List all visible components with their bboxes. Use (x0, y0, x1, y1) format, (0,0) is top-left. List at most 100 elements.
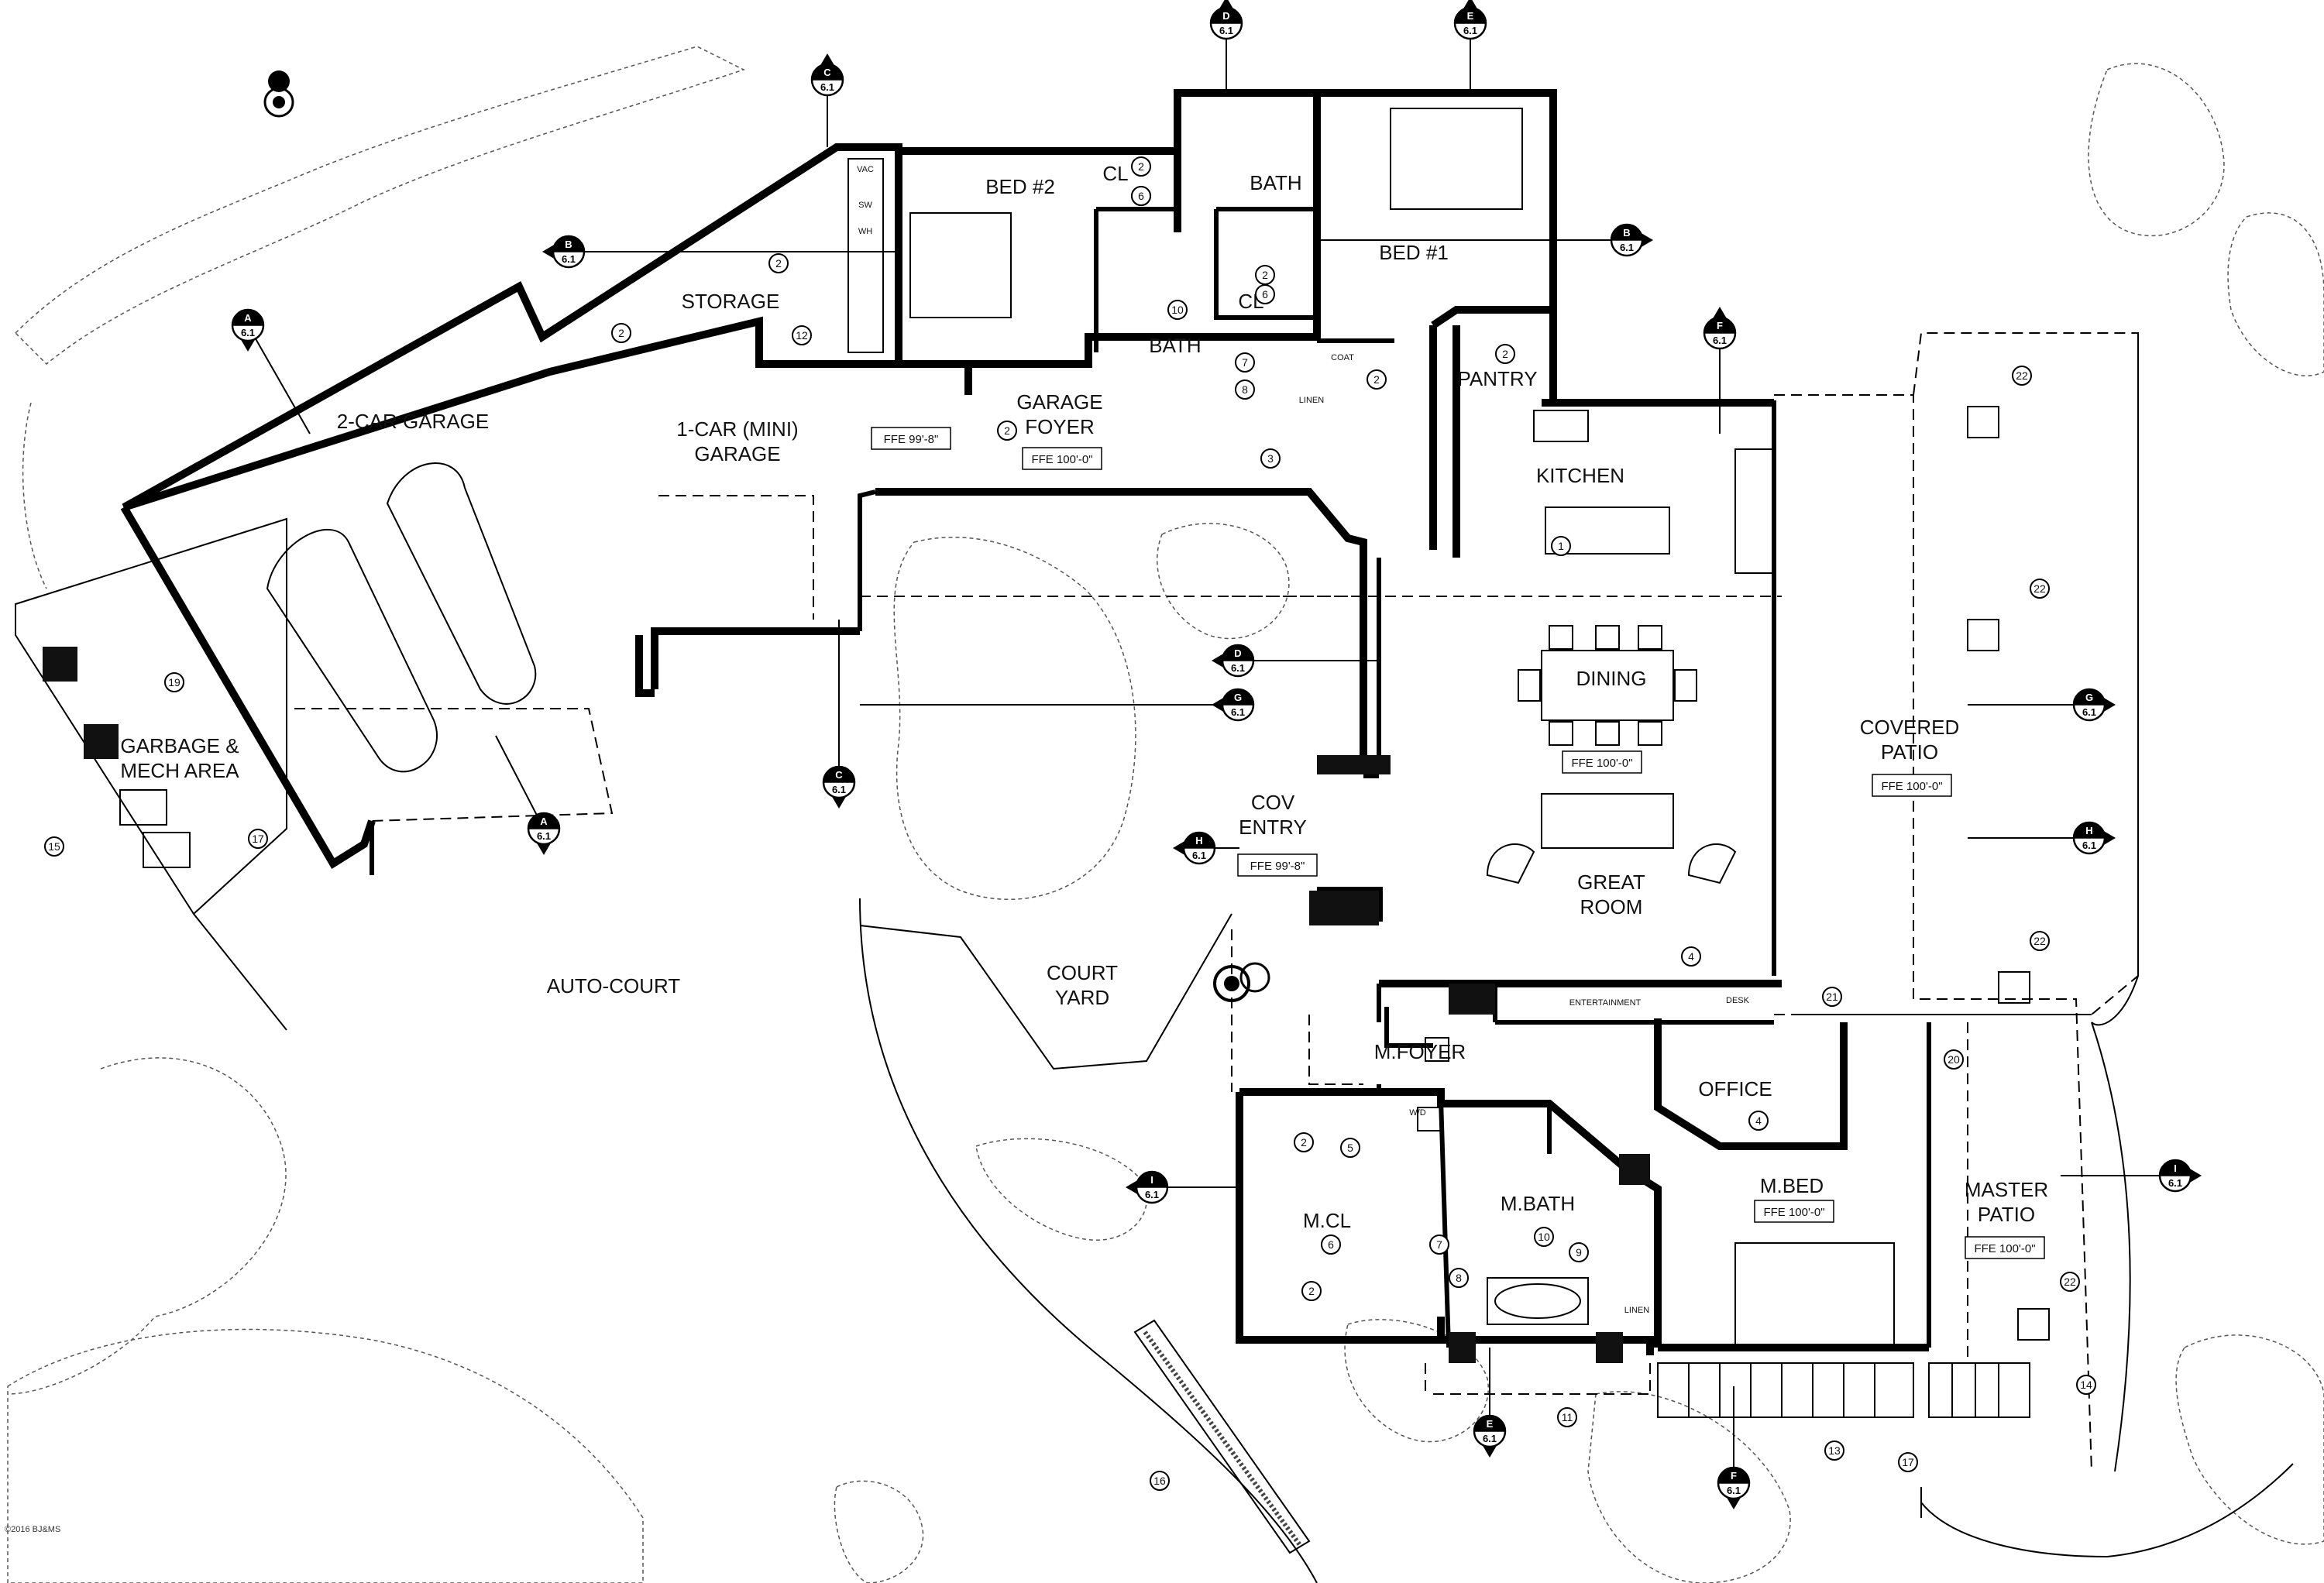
keynote-number: 7 (1436, 1238, 1442, 1251)
ffe-dining: FFE 100'-0" (1571, 757, 1632, 770)
section-marker: I6.1 (1126, 1170, 1169, 1204)
keynote-bubble: 2 (1131, 156, 1151, 177)
keynote-number: 14 (2080, 1379, 2092, 1391)
room-court-yard-line1: COURT (1047, 961, 1118, 984)
keynote-bubble: 20 (1944, 1049, 1964, 1070)
room-master-bath: M.BATH (1501, 1192, 1575, 1215)
keynote-number: 12 (796, 329, 808, 342)
keynote-bubble: 2 (1495, 344, 1515, 364)
keynote-number: 6 (1262, 288, 1268, 300)
site-lines (15, 332, 2294, 1583)
section-letter: B (1623, 227, 1630, 239)
keynote-bubble: 2 (611, 323, 631, 343)
keynote-number: 6 (1138, 190, 1144, 202)
room-storage: STORAGE (682, 290, 780, 313)
keynote-number: 17 (252, 833, 264, 845)
keynote-number: 8 (1242, 383, 1248, 396)
label-entertainment: ENTERTAINMENT (1569, 998, 1642, 1008)
keynote-bubble: 7 (1429, 1234, 1449, 1255)
keynote-bubble: 12 (792, 325, 812, 345)
section-sheet: 6.1 (832, 784, 846, 795)
section-sheet: 6.1 (1620, 242, 1634, 253)
keynote-bubble: 17 (248, 829, 268, 849)
section-letter: D (1222, 10, 1229, 22)
room-closet-upper: CL (1102, 162, 1128, 185)
section-letter: D (1234, 647, 1241, 659)
room-bed1: BED #1 (1379, 241, 1449, 264)
section-sheet: 6.1 (2082, 840, 2096, 851)
keynote-number: 22 (2064, 1276, 2076, 1288)
room-linen-upper: LINEN (1299, 396, 1324, 405)
section-sheet: 6.1 (2082, 706, 2096, 718)
tree-icon (1213, 962, 1270, 1002)
keynote-bubble: 8 (1449, 1268, 1469, 1288)
keynote-bubble: 22 (2030, 579, 2050, 599)
room-cov-entry-line2: ENTRY (1239, 816, 1307, 839)
keynote-bubble: 10 (1167, 300, 1188, 320)
section-sheet: 6.1 (1483, 1433, 1497, 1444)
keynote-number: 16 (1153, 1475, 1166, 1487)
section-letter: H (1195, 835, 1202, 846)
section-marker: B6.1 (542, 235, 586, 269)
keynote-number: 2 (1308, 1285, 1315, 1297)
ffe-master-bed: FFE 100'-0" (1763, 1206, 1824, 1219)
keynote-bubble: 1 (1551, 536, 1571, 556)
section-marker: I6.1 (2158, 1159, 2202, 1193)
copyright-text: ©2016 BJ&MS (5, 1525, 60, 1534)
walls (120, 89, 1931, 1355)
section-marker: E 6.1 (1453, 0, 1487, 40)
section-sheet: 6.1 (820, 81, 834, 93)
keynote-bubble: 2 (768, 253, 789, 273)
keynote-bubble: 2 (997, 421, 1017, 441)
keynote-number: 10 (1171, 304, 1184, 316)
keynote-bubble: 22 (2030, 931, 2050, 951)
section-sheet: 6.1 (1192, 850, 1206, 861)
section-letter: E (1467, 10, 1474, 22)
label-desk: DESK (1726, 996, 1750, 1005)
section-sheet: 6.1 (1463, 25, 1477, 36)
keynote-bubble: 15 (44, 836, 64, 857)
section-letter: B (565, 239, 572, 250)
room-auto-court: AUTO-COURT (547, 974, 680, 998)
keynote-bubble: 4 (1681, 946, 1701, 967)
ffe-side-entry: FFE 99'-8" (884, 433, 939, 446)
section-cut-line (495, 735, 545, 829)
keynote-bubble: 22 (2012, 366, 2032, 386)
keynote-bubble: 16 (1150, 1471, 1170, 1491)
room-master-closet: M.CL (1303, 1209, 1351, 1232)
section-marker: C6.1 (810, 53, 844, 97)
keynote-bubble: 8 (1235, 379, 1255, 400)
section-marker: F 6.1 (1717, 1466, 1751, 1509)
section-markers: C6.1D6.1E6.1B6.1B6.1A6.1F6.1D6.1G6.1C6.1… (231, 0, 2202, 1509)
room-master-bed: M.BED (1760, 1174, 1824, 1197)
keynote-number: 7 (1242, 356, 1248, 369)
section-sheet: 6.1 (2168, 1177, 2182, 1189)
ffe-labels: FFE 100'-0" FFE 99'-8" FFE 100'-0" FFE 1… (871, 427, 2045, 1259)
section-sheet: 6.1 (1145, 1189, 1159, 1200)
keynote-number: 21 (1826, 991, 1838, 1003)
section-sheet: 6.1 (1713, 335, 1727, 346)
room-dining: DINING (1576, 667, 1647, 690)
room-master-foyer: M.FOYER (1374, 1040, 1466, 1063)
room-office: OFFICE (1698, 1077, 1772, 1101)
room-great-room-line1: GREAT (1577, 870, 1645, 894)
keynote-number: 10 (1538, 1231, 1550, 1243)
section-letter: F (1731, 1470, 1737, 1482)
section-marker: D6.1 (1212, 644, 1255, 678)
room-bath-mid: BATH (1149, 334, 1201, 357)
section-letter: A (244, 312, 252, 324)
keynote-bubble: 14 (2076, 1375, 2096, 1395)
section-marker: D6.1 (1209, 0, 1243, 40)
section-sheet: 6.1 (1727, 1485, 1741, 1496)
keynote-number: 2 (1004, 424, 1010, 437)
room-master-patio-line1: MASTER (1965, 1178, 2048, 1201)
room-garage-1car-line2: GARAGE (694, 442, 780, 465)
landscape-rock-outlines (7, 46, 2324, 1583)
keynote-number: 2 (1262, 269, 1268, 281)
room-cov-entry-line1: COV (1251, 791, 1295, 814)
section-marker: G6.1 (2072, 688, 2116, 722)
section-sheet: 6.1 (1231, 706, 1245, 718)
room-pantry: PANTRY (1457, 367, 1537, 390)
keynote-bubbles: 2221226261078223219151712222222242120256… (44, 156, 2096, 1491)
room-covered-patio-line1: COVERED (1860, 716, 1960, 739)
